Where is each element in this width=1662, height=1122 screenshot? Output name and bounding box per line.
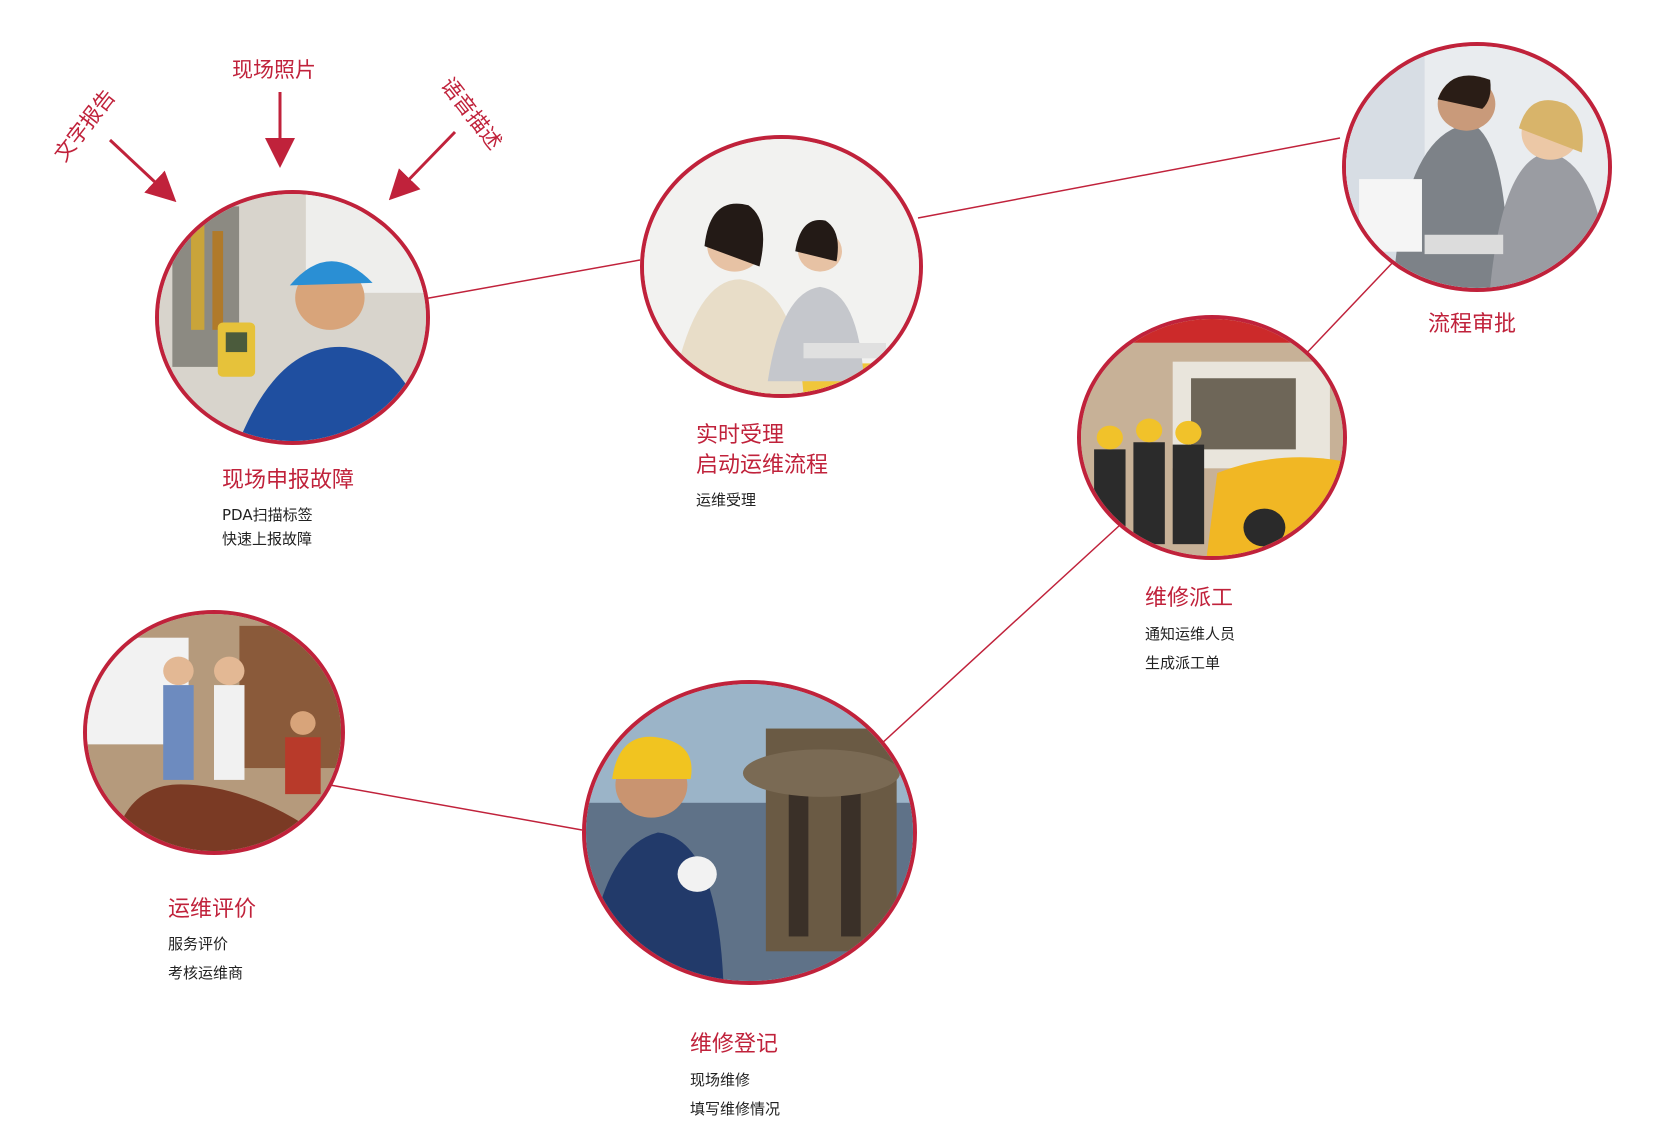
sub-register-2: 填写维修情况 (690, 1100, 781, 1118)
connector-report-accept (417, 259, 641, 301)
photo-technician-with-meter (155, 190, 430, 445)
sub-register-1: 现场维修 (690, 1071, 751, 1089)
photo-worker-repairing-equipment (582, 680, 917, 985)
connector-approve-dispatch (1299, 259, 1396, 361)
sub-report-2: 快速上报故障 (222, 530, 313, 548)
arrow-text-report (108, 138, 177, 203)
connector-dispatch-register (879, 524, 1121, 746)
connector-register-evaluate (329, 784, 583, 831)
photo-managers-at-computer (1342, 42, 1612, 292)
connector-accept-approve (917, 137, 1341, 219)
title-evaluate: 运维评价 (168, 897, 257, 922)
sub-accept-1: 运维受理 (696, 491, 757, 509)
title-accept: 实时受理 (696, 423, 785, 448)
photo-repair-crew-with-truck (1077, 315, 1347, 560)
sub-dispatch-1: 通知运维人员 (1145, 625, 1236, 643)
title-dispatch: 维修派工 (1145, 586, 1234, 611)
photo-meeting-handshake (83, 610, 345, 855)
arrow-voice-desc (388, 130, 457, 201)
title-accept-2: 启动运维流程 (696, 453, 829, 478)
sub-evaluate-1: 服务评价 (168, 935, 229, 953)
sub-report-1: PDA扫描标签 (222, 506, 313, 524)
photo-call-center-agents (640, 135, 923, 398)
title-report: 现场申报故障 (222, 468, 355, 493)
sub-dispatch-2: 生成派工单 (1145, 654, 1221, 672)
sub-evaluate-2: 考核运维商 (168, 964, 244, 982)
title-register: 维修登记 (690, 1032, 779, 1057)
label-site-photo: 现场照片 (232, 58, 316, 82)
title-approve: 流程审批 (1428, 312, 1517, 337)
